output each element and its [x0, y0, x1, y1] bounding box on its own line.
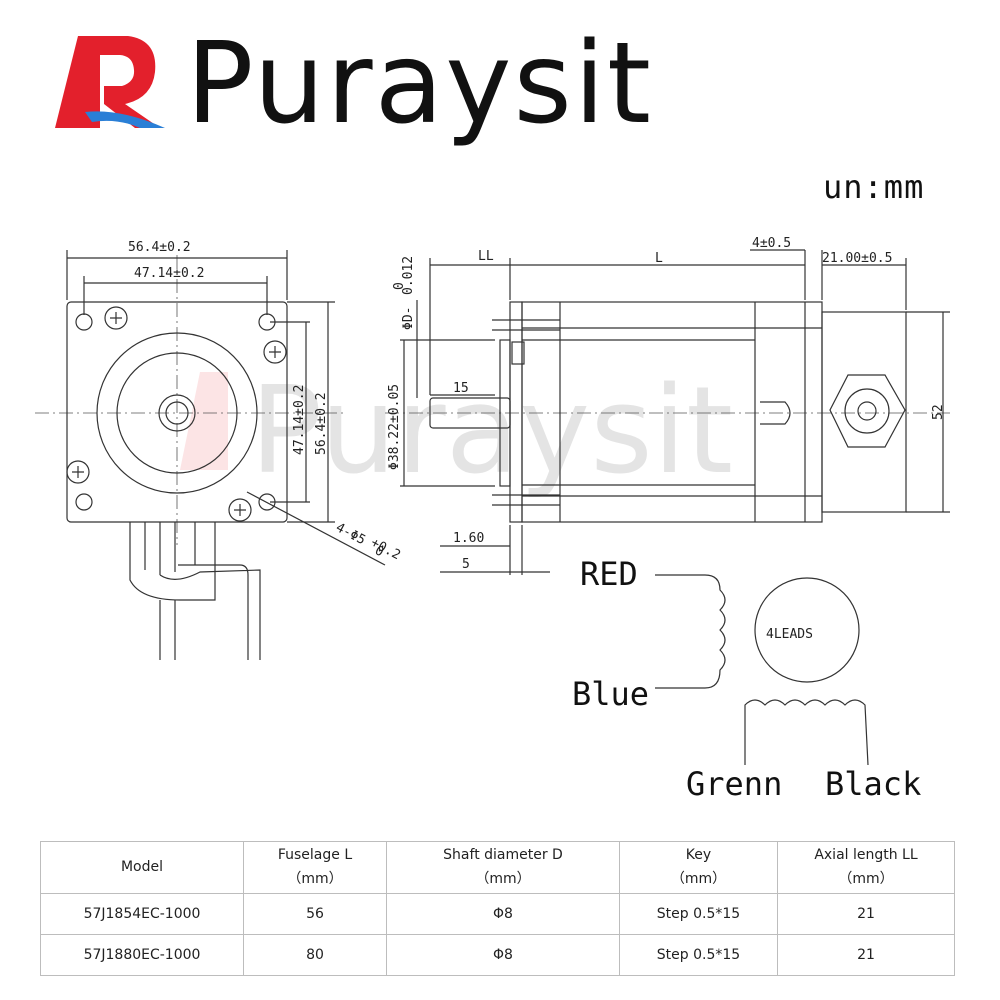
cell-key: Step 0.5*15 [619, 934, 778, 976]
dim-21: 21.00±0.5 [822, 251, 892, 266]
cell-key: Step 0.5*15 [619, 893, 778, 935]
boss-circle [116, 352, 238, 474]
screw-icon [228, 498, 252, 522]
cell-model: 57J1880EC-1000 [40, 934, 244, 976]
cell-model: 57J1854EC-1000 [40, 893, 244, 935]
shaft-circle [158, 394, 196, 432]
table-row: 57J1880EC-1000 80 Φ8 Step 0.5*15 21 [40, 934, 955, 976]
mount-hole [75, 493, 93, 511]
dim-ll: LL [478, 249, 494, 264]
screw-icon [104, 306, 128, 330]
wire-blue-label: Blue [572, 675, 649, 713]
wire-black-label: Black [825, 765, 921, 803]
header-key: Key（mm） [619, 841, 778, 894]
dim-shaft-d: ΦD- [401, 307, 416, 330]
encoder-housing [821, 311, 907, 513]
header-shaft: Shaft diameter D（mm） [386, 841, 620, 894]
header-model: Model [40, 841, 244, 894]
dim-outer-height-v: 56.4±0.2 [314, 392, 329, 455]
cell-axial: 21 [777, 934, 955, 976]
wiring-diagram [655, 574, 869, 766]
coil-a [655, 574, 726, 689]
table-row: 57J1854EC-1000 56 Φ8 Step 0.5*15 21 [40, 893, 955, 935]
screw-icon [263, 340, 287, 364]
spec-table: Model Fuselage L（mm） Shaft diameter D（mm… [40, 841, 955, 976]
brand-name: Puraysit [186, 19, 653, 149]
wire-green-label: Grenn [686, 765, 782, 803]
front-view [35, 250, 386, 660]
screw-icon [66, 460, 90, 484]
dim-15: 15 [453, 381, 469, 396]
header-fuselage: Fuselage L（mm） [243, 841, 387, 894]
dim-shaft-tol: 0 [392, 282, 407, 290]
watermark: Puraysit [180, 362, 733, 501]
dim-5: 5 [462, 557, 470, 572]
header-axial: Axial length LL（mm） [777, 841, 955, 894]
mount-hole [75, 313, 93, 331]
shaft [429, 397, 511, 429]
cell-fuselage: 56 [243, 893, 387, 935]
motor-flange [66, 301, 288, 523]
leads-circle [754, 577, 860, 683]
dim-hole-spacing-v: 47.14±0.2 [292, 385, 307, 455]
dim-160: 1.60 [453, 531, 484, 546]
dim-outer-width: 56.4±0.2 [128, 240, 191, 255]
pilot-circle [96, 332, 258, 494]
table-header-row: Model Fuselage L（mm） Shaft diameter D（mm… [40, 841, 955, 894]
cell-axial: 21 [777, 893, 955, 935]
cable-gland [129, 522, 216, 601]
cell-shaft: Φ8 [386, 893, 620, 935]
dim-pilot: Φ38.22±0.05 [387, 384, 402, 470]
dim-hole-spacing: 47.14±0.2 [134, 266, 204, 281]
dim-l: L [655, 251, 663, 266]
leads-label: 4LEADS [766, 627, 813, 642]
watermark-text: Puraysit [250, 362, 733, 501]
dim-shaft-tol2: 0.012 [401, 256, 416, 295]
dim-4: 4±0.5 [752, 236, 791, 251]
coil-b [744, 699, 869, 766]
wire-red-label: RED [580, 555, 638, 593]
dim-holes: 4-Φ5 [333, 520, 368, 548]
cell-shaft: Φ8 [386, 934, 620, 976]
dim-52: 52 [931, 404, 946, 420]
cell-fuselage: 80 [243, 934, 387, 976]
encoder-nut [829, 374, 906, 448]
unit-label: un:mm [823, 168, 925, 206]
side-view [385, 249, 950, 575]
